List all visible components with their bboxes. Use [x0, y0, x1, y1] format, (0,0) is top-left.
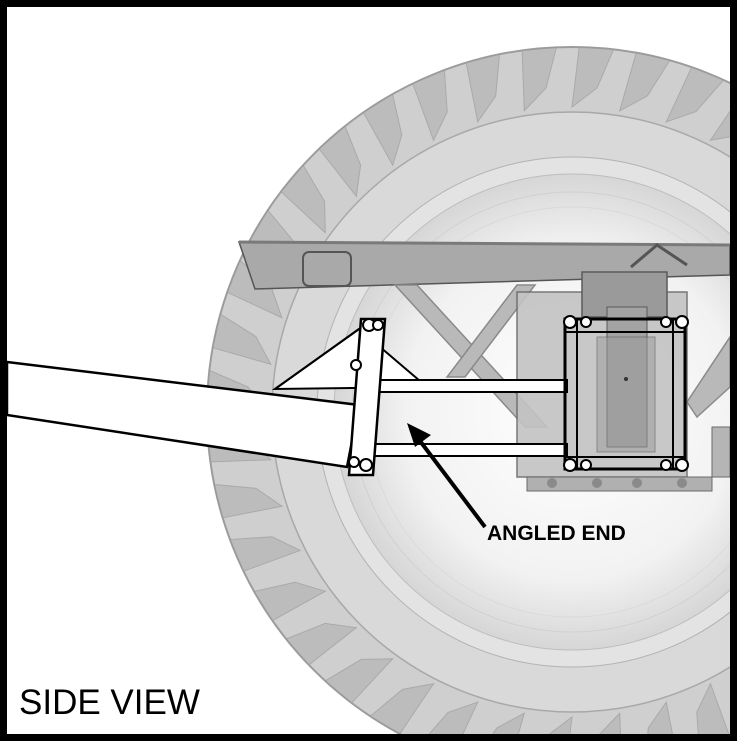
tread-block	[696, 682, 730, 734]
gusset	[271, 327, 430, 391]
tread-block	[253, 581, 327, 622]
front-mount-plate	[563, 315, 689, 472]
tread-block	[213, 483, 284, 519]
tongue-tube	[7, 360, 361, 469]
callout-label: ANGLED END	[487, 522, 626, 545]
tread-block	[428, 701, 479, 734]
tread-block	[318, 125, 362, 198]
tread-block	[285, 622, 358, 666]
tread-block	[369, 683, 435, 734]
tread-block	[324, 658, 394, 704]
tread-block	[548, 715, 573, 734]
tread-block	[492, 712, 526, 734]
view-label: SIDE VIEW	[19, 683, 200, 722]
tread-block	[280, 164, 326, 234]
drawing-canvas: ANGLED END SIDE VIEW	[7, 7, 730, 734]
angled-end-plate	[347, 317, 387, 477]
side-view-drawing: ANGLED END SIDE VIEW	[7, 46, 730, 734]
tread-block	[709, 110, 730, 141]
tread-block	[212, 313, 272, 366]
tread-block	[521, 46, 558, 112]
tread-block	[599, 712, 621, 734]
tread-block	[618, 52, 671, 112]
callout-arrow	[407, 423, 487, 529]
tread-block	[412, 69, 448, 142]
tread-block	[362, 93, 403, 167]
tread-block	[465, 53, 501, 124]
tread-block	[665, 66, 725, 123]
tread-block	[229, 536, 302, 572]
tread-block	[571, 46, 615, 109]
tread-block	[647, 700, 673, 734]
